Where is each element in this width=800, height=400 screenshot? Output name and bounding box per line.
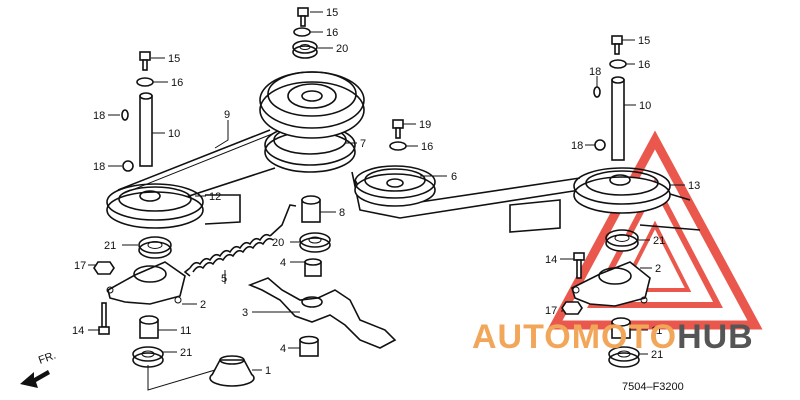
spacer-4-lower <box>299 335 319 357</box>
callout-11: 11 <box>651 325 662 337</box>
bolt-14-right <box>573 252 585 279</box>
washer-16-top <box>293 27 311 37</box>
watermark-text: AUTOMOTOHUB <box>472 318 754 356</box>
callout-3: 3 <box>242 307 248 319</box>
collar-8 <box>301 195 321 223</box>
callout-16: 16 <box>326 27 338 39</box>
callout-13: 13 <box>688 180 700 192</box>
pulley-13 <box>573 167 671 214</box>
washer-16-right <box>609 59 627 69</box>
callout-1: 1 <box>265 365 271 377</box>
bearing-21-left-top <box>138 236 172 259</box>
callout-10: 10 <box>639 100 651 112</box>
key-18-b <box>122 160 134 172</box>
callout-19: 19 <box>419 119 431 131</box>
leader-lines <box>88 11 685 371</box>
bolt-14-left <box>98 302 110 335</box>
spring-5 <box>183 204 297 277</box>
pulley-6 <box>354 165 436 207</box>
pulley-7 <box>259 71 365 173</box>
callout-15: 15 <box>168 53 180 65</box>
callout-5: 5 <box>221 273 227 285</box>
callout-9: 9 <box>224 109 230 121</box>
callout-14: 14 <box>72 325 84 337</box>
washer-16-middle <box>389 141 407 151</box>
callout-4: 4 <box>280 343 286 355</box>
bearing-21-right-top <box>605 229 639 252</box>
front-label: FR. <box>37 349 58 366</box>
tension-arm-2-right <box>571 261 651 307</box>
callout-labels: 15 16 20 15 16 18 10 18 9 7 19 16 6 12 8… <box>72 7 700 377</box>
key-18-c <box>593 86 601 98</box>
shaft-10-right <box>611 76 625 161</box>
callout-20: 20 <box>272 237 284 249</box>
callout-18: 18 <box>93 110 105 122</box>
watermark-automoto: AUTOMOTO <box>472 318 677 356</box>
callout-4: 4 <box>280 257 286 269</box>
callout-2: 2 <box>655 263 661 275</box>
bearing-20-top <box>292 40 318 59</box>
cover-1 <box>209 355 255 387</box>
bolt-15-left <box>139 51 151 71</box>
callout-21: 21 <box>104 240 116 252</box>
callout-8: 8 <box>339 207 345 219</box>
belt-left-end <box>204 194 241 225</box>
callout-18: 18 <box>93 161 105 173</box>
bearing-21-left-bottom <box>132 346 164 368</box>
callout-14: 14 <box>545 254 557 266</box>
front-arrow-icon <box>20 370 50 388</box>
bracket-3 <box>247 277 397 349</box>
callout-6: 6 <box>451 171 457 183</box>
pulley-12 <box>106 183 204 229</box>
nut-17-left <box>93 261 115 275</box>
callout-10: 10 <box>168 128 180 140</box>
callout-17: 17 <box>545 305 557 317</box>
bearing-21-right-bottom <box>608 346 640 368</box>
collar-11-right <box>611 317 631 339</box>
key-18-a <box>121 109 129 121</box>
shaft-10-left <box>139 92 153 167</box>
callout-16: 16 <box>171 77 183 89</box>
callout-20: 20 <box>336 43 348 55</box>
callout-7: 7 <box>360 138 366 150</box>
bearing-20-middle <box>299 232 331 253</box>
key-18-d <box>594 139 606 151</box>
watermark-hub: HUB <box>677 318 754 356</box>
callout-12: 12 <box>209 191 221 203</box>
callout-21: 21 <box>651 349 663 361</box>
bolt-19 <box>392 119 404 139</box>
callout-21: 21 <box>653 235 665 247</box>
callout-16: 16 <box>421 141 433 153</box>
nut-17-right <box>561 301 583 315</box>
callout-21: 21 <box>180 347 192 359</box>
callout-11: 11 <box>180 325 191 337</box>
callout-18: 18 <box>589 66 601 78</box>
diagram-code: 7504–F3200 <box>622 381 684 393</box>
spacer-4-upper <box>304 258 322 277</box>
callout-15: 15 <box>638 35 650 47</box>
bolt-15-right <box>611 35 623 55</box>
callout-2: 2 <box>200 299 206 311</box>
callout-17: 17 <box>74 260 86 272</box>
callout-18: 18 <box>571 140 583 152</box>
bolt-15-top <box>297 7 309 27</box>
leader-1-bracket <box>147 365 216 391</box>
callout-15: 15 <box>326 7 338 19</box>
washer-16-left <box>136 77 154 87</box>
callout-16: 16 <box>638 59 650 71</box>
tension-arm-2-left <box>106 261 186 305</box>
collar-11-left <box>139 315 159 339</box>
